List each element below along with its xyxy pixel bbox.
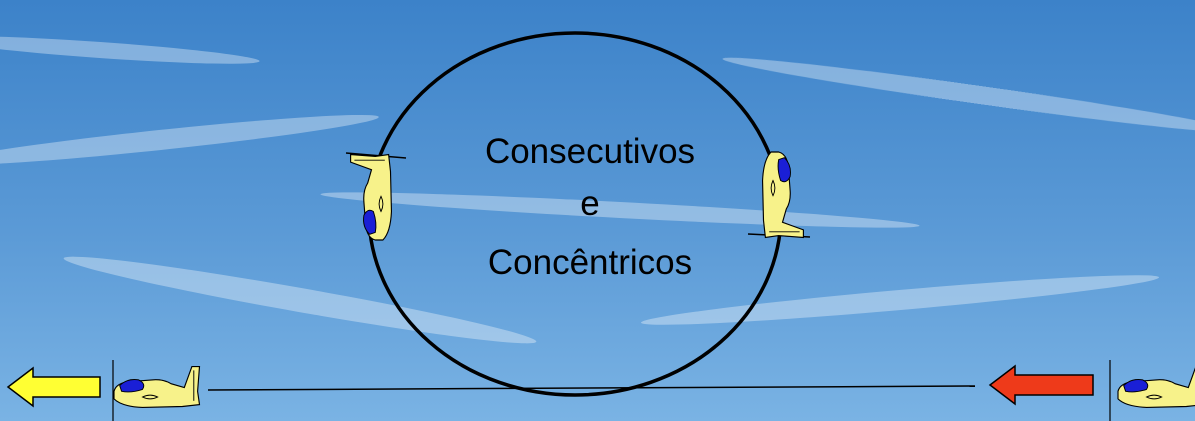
cloud-streaks [0,36,1195,344]
flight-line [207,385,976,391]
diagram-title-line-1: Consecutivos [484,132,696,171]
diagram-title-line-3: Concêntricos [487,243,693,282]
arrow-left-icon [988,364,1094,406]
wing-line-left [345,152,407,159]
arrow-left-icon [6,366,101,408]
diagram-title-line-2: e [580,184,600,223]
